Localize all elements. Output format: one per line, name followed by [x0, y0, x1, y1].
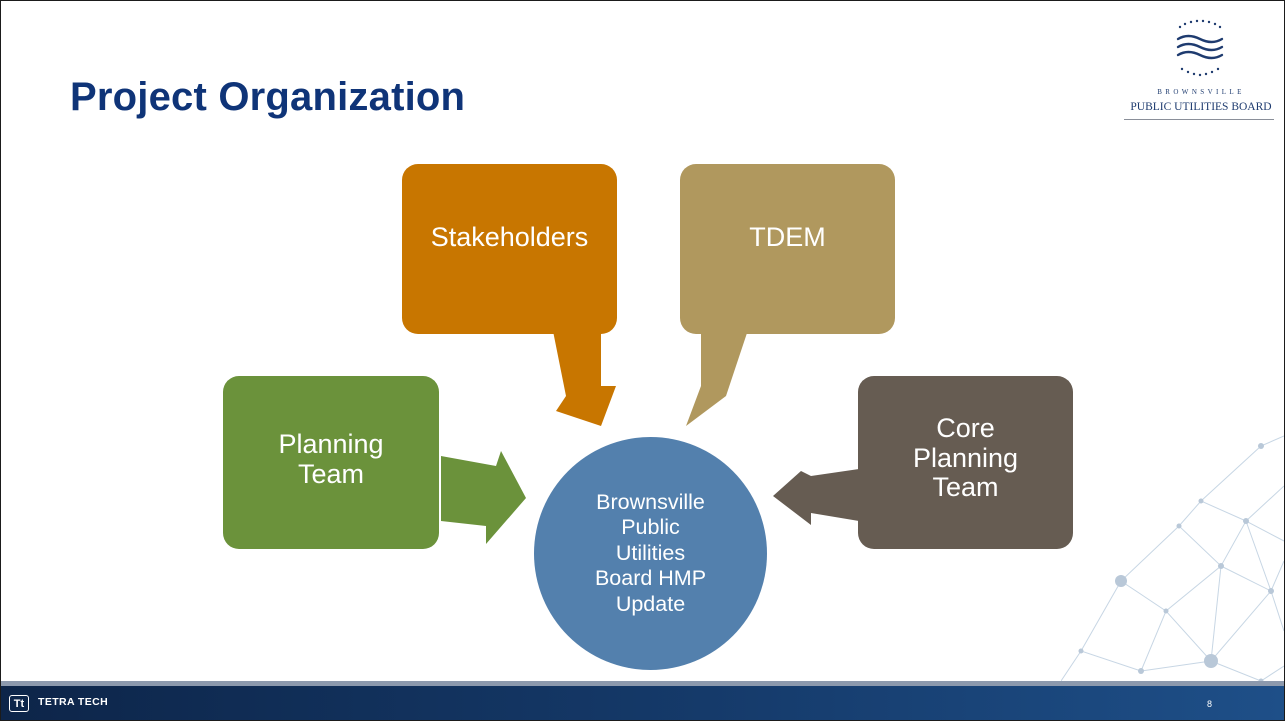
hub-label: Brownsville Public Utilities Board HMP U… — [594, 490, 707, 616]
arrow-stakeholders-to-hub — [551, 321, 616, 426]
logo-rule — [1124, 119, 1274, 120]
node-stakeholders: Stakeholders — [402, 164, 617, 334]
logo-org-text: PUBLIC UTILITIES BOARD — [1130, 101, 1272, 113]
company-name: TETRA TECH — [38, 696, 109, 708]
footer-divider — [1, 681, 1284, 686]
node-core-planning-team-label: Core Planning Team — [912, 412, 1019, 503]
arrow-tdem-to-hub — [686, 321, 751, 426]
tetra-tech-logo-icon: Tt — [9, 695, 29, 712]
node-planning-team: Planning Team — [223, 376, 439, 549]
slide-title: Project Organization — [70, 75, 466, 119]
node-core-planning-team: Core Planning Team — [858, 376, 1073, 549]
logo-city-text: BROWNSVILLE — [1157, 88, 1245, 96]
node-tdem: TDEM — [680, 164, 895, 334]
hub-hmp-update: Brownsville Public Utilities Board HMP U… — [534, 437, 767, 670]
arrow-core-to-hub — [773, 469, 859, 525]
node-tdem-label: TDEM — [749, 222, 826, 253]
node-planning-team-label: Planning Team — [278, 429, 384, 489]
node-stakeholders-label: Stakeholders — [430, 222, 589, 253]
arrow-planning-to-hub — [441, 451, 526, 544]
bpub-logo: BROWNSVILLE PUBLIC UTILITIES BOARD — [1124, 13, 1284, 123]
footer-bar: Tt TETRA TECH 8 — [1, 686, 1284, 720]
waves-seal-icon — [1176, 19, 1224, 77]
network-decoration — [1061, 435, 1284, 681]
page-number: 8 — [1207, 699, 1213, 709]
